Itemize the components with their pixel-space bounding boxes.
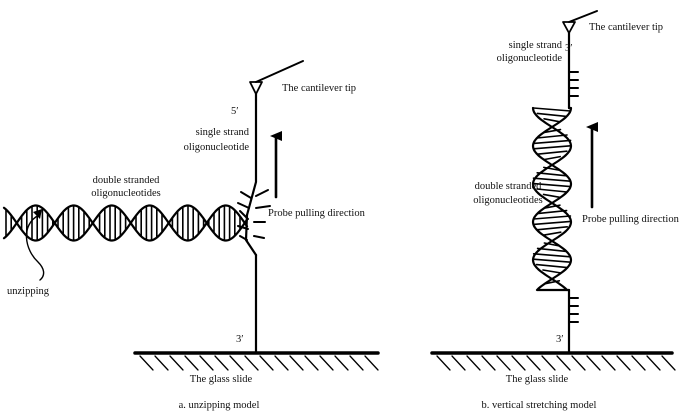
panel-a-pulling-label: Probe pulling direction	[268, 208, 366, 219]
panel-a-double-stranded-line1: double stranded	[93, 175, 161, 186]
panel-b-base-pair	[532, 215, 572, 220]
panel-a-hatch-line	[259, 355, 274, 371]
panel-b-helix-rungs	[532, 107, 572, 285]
panel-b-base-pair	[536, 188, 568, 193]
panel-a-hatch-line	[289, 355, 304, 371]
panel-b-hatch-line	[481, 355, 496, 371]
panel-b-hatch-line	[541, 355, 556, 371]
panel-b-base-pair	[532, 253, 572, 258]
panel-b-base-pair	[536, 209, 568, 215]
panel-b-hatch-line	[526, 355, 541, 371]
panel-b-base-pair	[532, 177, 572, 182]
panel-b-hatch-line	[571, 355, 586, 371]
panel-b-double-stranded-line2: oligonucleotides	[473, 195, 542, 206]
panel-b-3-prime-top-label: 3′	[565, 43, 573, 54]
panel-b-hatch-line	[601, 355, 616, 371]
panel-b-base-pair	[532, 139, 572, 145]
panel-a-slide-label: The glass slide	[190, 374, 253, 385]
panel-b-base-pair	[535, 263, 569, 269]
panel-b-single-strand-line2: oligonucleotide	[497, 53, 563, 64]
panel-a-caption: a. unzipping model	[179, 400, 260, 411]
panel-b-base-pair	[536, 226, 568, 231]
panel-a-3-prime-label: 3′	[236, 334, 244, 345]
panel-a-hatch-line	[169, 355, 184, 371]
panel-a-double-stranded-line2: oligonucleotides	[91, 188, 160, 199]
panel-b-base-pair	[532, 107, 572, 112]
panel-a-hatch-line	[214, 355, 229, 371]
panel-b-caption: b. vertical stretching model	[482, 400, 597, 411]
panel-b-base-pair	[543, 118, 561, 123]
panel-a-hatch-line	[244, 355, 259, 371]
panel-a-5-prime-label: 5′	[231, 106, 239, 117]
panel-a-single-strand-line1: single strand	[196, 127, 250, 138]
panel-b-base-pair	[532, 145, 572, 150]
panel-b-hatch-line	[616, 355, 631, 371]
panel-b-cantilever-tip	[562, 10, 598, 34]
panel-a-double-helix	[2, 204, 249, 242]
panel-b-helix-strand-1	[531, 106, 573, 292]
panel-b-helix-strand-2	[531, 106, 573, 292]
panel-b-slide-label: The glass slide	[506, 374, 569, 385]
panel-b-hatch-line	[631, 355, 646, 371]
panel-a-hatch-line	[229, 355, 244, 371]
panel-a-glass-slide	[133, 351, 380, 371]
panel-b-single-strand	[567, 31, 579, 355]
panel-b-base-pair	[536, 172, 568, 177]
panel-a-unzipping-label: unzipping	[7, 286, 50, 297]
panel-b-hatch-line	[451, 355, 466, 371]
panel-b-hatch-line	[466, 355, 481, 371]
panel-b-hatch-line	[496, 355, 511, 371]
panel-a-hatch-line	[139, 355, 154, 371]
panel-b-pulling-label: Probe pulling direction	[582, 214, 680, 225]
panel-b-glass-slide	[430, 351, 676, 371]
panel-a-hatch-line	[319, 355, 334, 371]
panel-b-base-pair	[542, 155, 562, 161]
panel-b-base-pair	[536, 112, 568, 118]
panel-b-hatch-line	[511, 355, 526, 371]
panel-a-single-strand-line2: oligonucleotide	[184, 142, 250, 153]
panel-b-hatch-line	[646, 355, 661, 371]
panel-b-base-pair	[542, 193, 562, 199]
panel-a-slide-hatching	[139, 355, 379, 371]
panel-b-base-pair	[532, 258, 572, 264]
panel-a-unzipping-model: The cantilever tip 5′ single strand olig…	[2, 60, 380, 411]
panel-b-base-pair	[542, 231, 562, 236]
panel-a-helix-strand-2	[2, 204, 249, 242]
panel-b-vertical-stretching-model: The cantilever tip 3′ single strand olig…	[430, 10, 680, 411]
panel-a-hatch-line	[274, 355, 289, 371]
panel-b-cantilever-label: The cantilever tip	[589, 22, 663, 33]
panel-a-hatch-line	[184, 355, 199, 371]
panel-a-hatch-line	[199, 355, 214, 371]
panel-b-double-stranded-line1: double stranded	[475, 181, 543, 192]
panel-a-hatch-line	[334, 355, 349, 371]
panel-b-base-pair	[542, 269, 562, 274]
panel-b-hatch-line	[436, 355, 451, 371]
panel-a-cantilever-label: The cantilever tip	[282, 83, 356, 94]
panel-b-base-pair	[532, 220, 572, 226]
panel-b-slide-hatching	[436, 355, 676, 371]
panel-a-hatch-line	[154, 355, 169, 371]
panel-a-cantilever-tip	[249, 60, 304, 102]
panel-b-hatch-line	[556, 355, 571, 371]
panel-b-hatch-line	[661, 355, 676, 371]
panel-a-hatch-line	[364, 355, 379, 371]
panel-a-hatch-line	[304, 355, 319, 371]
panel-b-double-helix	[531, 106, 573, 292]
panel-b-base-pair	[536, 247, 568, 253]
panel-b-base-pair	[536, 150, 568, 155]
panel-b-single-strand-line1: single strand	[509, 40, 563, 51]
panel-b-base-pair	[532, 182, 572, 188]
panel-a-rotation-arrow	[25, 209, 45, 281]
panel-a-hatch-line	[349, 355, 364, 371]
panel-b-3-prime-bottom-label: 3′	[556, 334, 564, 345]
panel-b-base-pair	[536, 134, 568, 139]
panel-b-hatch-line	[586, 355, 601, 371]
panel-a-unzipped-bases	[237, 189, 271, 241]
